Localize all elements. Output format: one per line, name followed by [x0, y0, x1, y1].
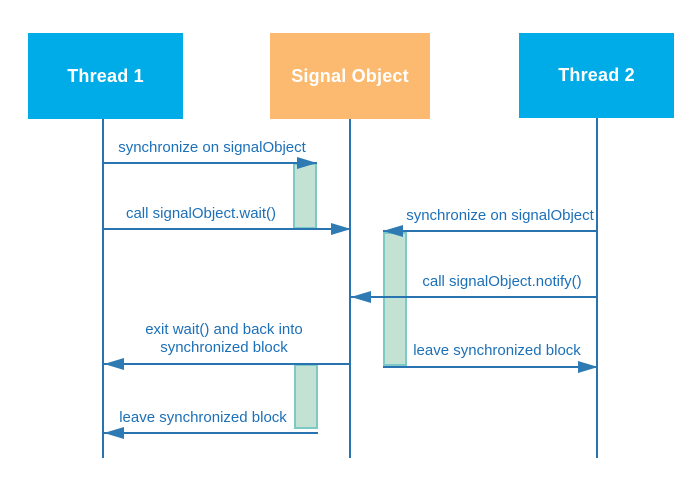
message-label-exit-wait: exit wait() and back into synchronized b… [145, 321, 303, 356]
lifeline-thread-1 [102, 118, 104, 458]
lifeline-thread-2 [596, 118, 598, 458]
message-label-leave-sync-block-t2: leave synchronized block [413, 342, 581, 359]
message-label-call-notify: call signalObject.notify() [422, 273, 582, 290]
arrowhead-left-icon [104, 358, 124, 370]
arrowhead-left-icon [104, 427, 124, 439]
activation-bar-signal-sync2 [294, 364, 318, 429]
message-label-call-wait: call signalObject.wait() [125, 205, 277, 222]
actor-box-thread-2: Thread 2 [519, 33, 674, 118]
message-line-exit-wait [104, 363, 350, 365]
arrowhead-left-icon [383, 225, 403, 237]
actor-label-thread-1: Thread 1 [67, 65, 144, 86]
actor-label-signal-object: Signal Object [291, 65, 409, 86]
message-line-leave-block-t1 [104, 432, 318, 434]
message-line-leave-block-t2 [383, 366, 598, 368]
message-label-sync-on-signalobject-t1: synchronize on signalObject [118, 139, 306, 156]
message-label-sync-on-signalobject-t2: synchronize on signalObject [406, 207, 594, 224]
message-line-call-wait [104, 228, 351, 230]
arrowhead-right-icon [331, 223, 351, 235]
message-label-leave-sync-block-t1: leave synchronized block [119, 409, 287, 426]
actor-box-signal-object: Signal Object [270, 33, 430, 119]
actor-box-thread-1: Thread 1 [28, 33, 183, 119]
message-line-call-notify [351, 296, 597, 298]
lifeline-signal-object [349, 118, 351, 458]
arrowhead-left-icon [351, 291, 371, 303]
actor-label-thread-2: Thread 2 [558, 65, 635, 85]
message-line-sync-t2 [383, 230, 597, 232]
activation-bar-thread2-sync [383, 232, 407, 366]
arrowhead-right-icon [578, 361, 598, 373]
message-line-sync-t1 [104, 162, 317, 164]
arrowhead-right-icon [297, 157, 317, 169]
